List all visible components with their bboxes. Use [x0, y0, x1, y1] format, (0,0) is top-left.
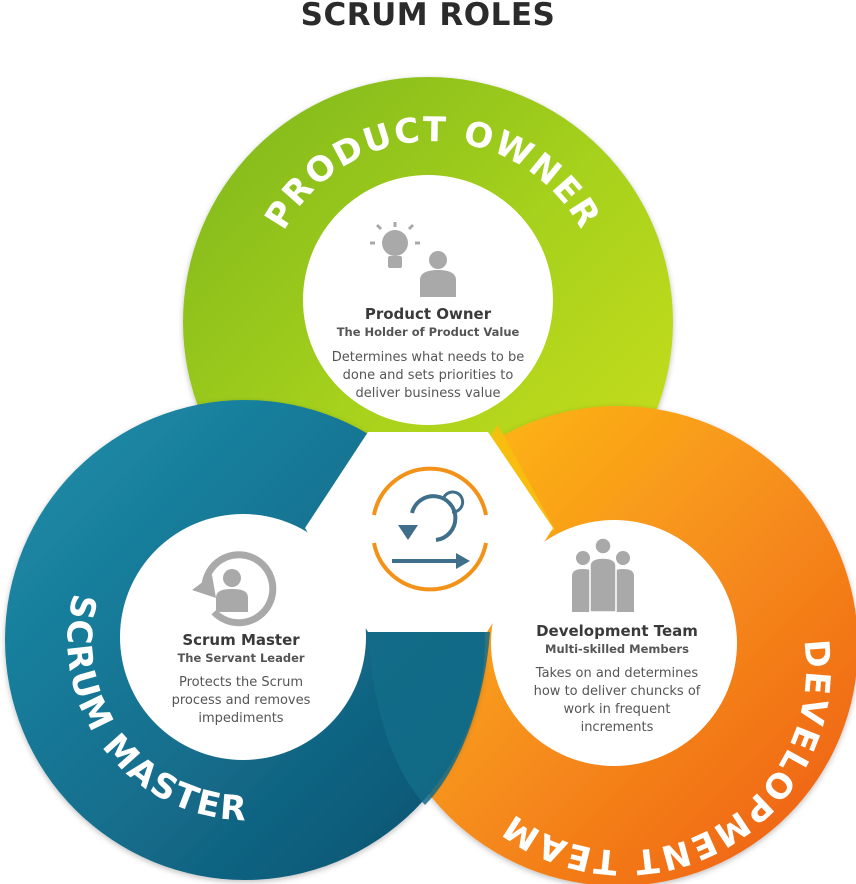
- product-owner-subtitle: The Holder of Product Value: [337, 325, 520, 339]
- person-icon: [420, 251, 456, 297]
- center-hub: [305, 432, 553, 632]
- product-owner-desc-line: done and sets priorities to: [343, 368, 514, 383]
- page-title: SCRUM ROLES: [301, 0, 556, 33]
- development-team-desc-line: increments: [581, 720, 654, 735]
- product-owner-desc-line: deliver business value: [356, 386, 501, 401]
- development-team-subtitle: Multi-skilled Members: [545, 642, 689, 656]
- product-owner-desc-line: Determines what needs to be: [332, 350, 525, 365]
- scrum-master-desc-line: process and removes: [172, 693, 311, 708]
- ring-overlap-blue: [368, 632, 490, 805]
- person-cycle-icon: [192, 551, 277, 627]
- scrum-master-card: [120, 514, 366, 760]
- scrum-cycle-icon: [372, 466, 488, 592]
- product-owner-card: [303, 175, 553, 425]
- development-team-desc-line: how to deliver chuncks of: [534, 684, 701, 699]
- product-owner-title: Product Owner: [365, 305, 492, 323]
- development-team-card: [491, 520, 737, 766]
- lightbulb-icon: [370, 222, 420, 268]
- development-team-desc-line: Takes on and determines: [535, 666, 699, 681]
- development-team-desc-line: work in frequent: [563, 702, 670, 717]
- scrum-master-desc-line: Protects the Scrum: [179, 675, 303, 690]
- team-icon: [572, 537, 634, 613]
- development-team-title: Development Team: [536, 622, 698, 640]
- scrum-master-subtitle: The Servant Leader: [177, 651, 304, 665]
- scrum-master-desc-line: impediments: [198, 711, 283, 726]
- scrum-master-title: Scrum Master: [182, 631, 300, 649]
